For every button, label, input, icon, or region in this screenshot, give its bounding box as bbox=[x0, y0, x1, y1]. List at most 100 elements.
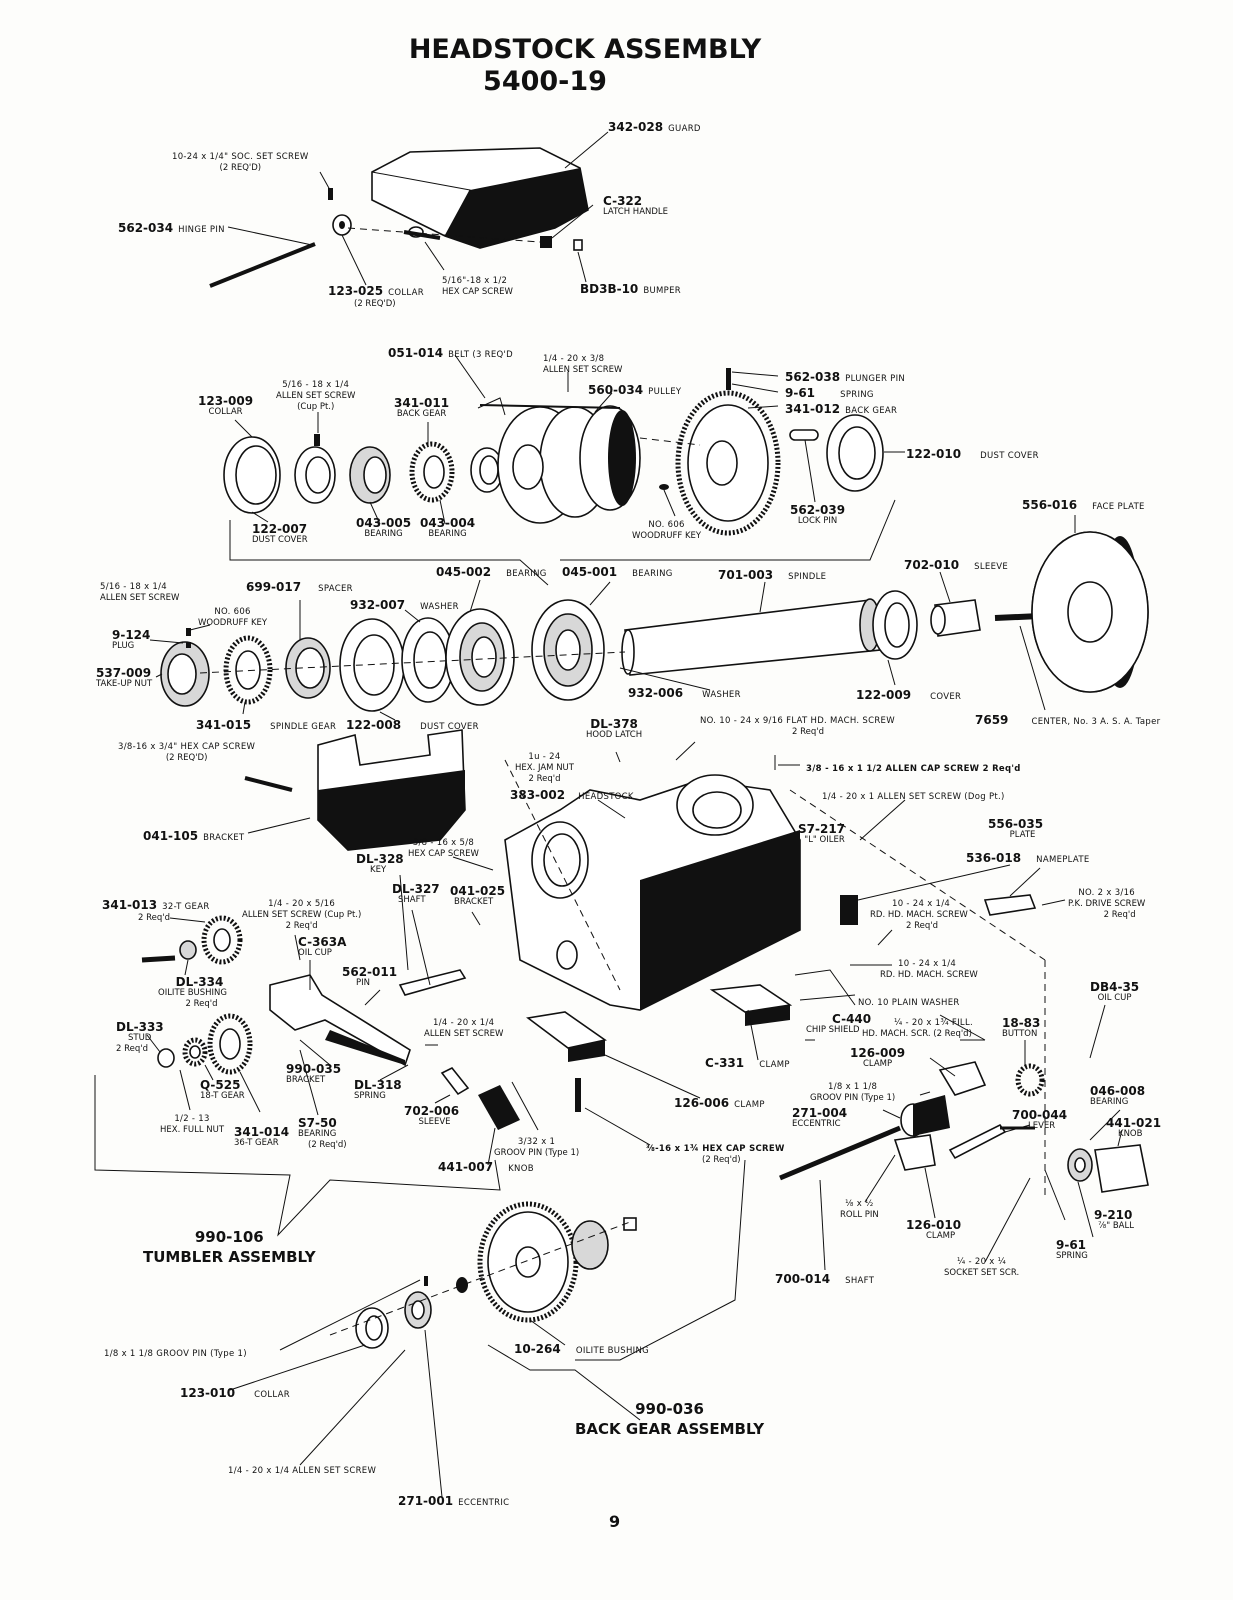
latch-handle-illustration bbox=[540, 236, 583, 251]
button-18-83-illustration bbox=[1015, 1063, 1045, 1097]
back-gear-assembly-number: 990-036 bbox=[635, 1400, 704, 1418]
label-bearing-045-002: 045-002 BEARING bbox=[436, 565, 547, 579]
take-up-nut-illustration bbox=[160, 641, 210, 707]
label-bumper: BD3B-10 BUMPER bbox=[580, 282, 681, 296]
label-allen-set-screw-bottom: 1/4 - 20 x 1/4 ALLEN SET SCREW bbox=[228, 1466, 377, 1476]
lock-pin-illustration bbox=[789, 429, 819, 441]
knob-441-007-illustration bbox=[478, 1085, 520, 1130]
headstock-illustration bbox=[504, 774, 801, 1011]
model-number: 5400-19 bbox=[483, 66, 607, 97]
label-center: 7659 CENTER, No. 3 A. S. A. Taper bbox=[975, 713, 1161, 727]
cover-122-009-illustration bbox=[872, 590, 918, 660]
page-number: 9 bbox=[609, 1512, 621, 1531]
tumbler-bracket-illustration bbox=[269, 974, 411, 1067]
label-washer-932-007: 932-007 WASHER bbox=[350, 598, 459, 612]
label-collar-123-010: 123-010 COLLAR bbox=[180, 1386, 290, 1400]
gear-36t-illustration bbox=[207, 1013, 253, 1075]
label-groov-pin-118-left: 1/8 x 1 1/8 GROOV PIN (Type 1) bbox=[104, 1349, 247, 1359]
label-nameplate: 536-018 NAMEPLATE bbox=[966, 851, 1090, 865]
shaft-700-014-illustration bbox=[779, 1125, 901, 1181]
label-sleeve-702-010: 702-010 SLEEVE bbox=[904, 558, 1009, 572]
clamp-126-009-illustration bbox=[938, 1061, 987, 1096]
face-plate-illustration bbox=[1031, 531, 1149, 693]
label-knob-441-007: 441-007 KNOB bbox=[438, 1160, 534, 1174]
dust-cover-122-010-illustration bbox=[826, 414, 884, 492]
label-l-oiler: S7-217"L" OILER bbox=[798, 822, 846, 845]
label-spindle-gear: 341-015 SPINDLE GEAR bbox=[196, 718, 337, 732]
gear-18t-illustration bbox=[182, 1037, 208, 1067]
dust-cover-122-007-illustration bbox=[223, 436, 281, 514]
label-soc-set-screw: 10-24 x 1/4" SOC. SET SCREW(2 REQ'D) bbox=[172, 152, 309, 173]
label-headstock: 383-002 HEADSTOCK bbox=[510, 788, 634, 802]
hinge-pin-illustration bbox=[209, 242, 316, 288]
collar-123-025-illustration bbox=[328, 188, 352, 236]
page-title: HEADSTOCK ASSEMBLY bbox=[408, 34, 762, 65]
label-face-plate: 556-016 FACE PLATE bbox=[1022, 498, 1145, 512]
clamp-126-010-illustration bbox=[893, 1134, 936, 1171]
label-guard: 342-028 GUARD bbox=[608, 120, 701, 134]
tumbler-assembly-number: 990-106 bbox=[194, 1228, 264, 1246]
bearing-045-001-illustration bbox=[531, 599, 605, 701]
pulley-illustration bbox=[477, 397, 641, 524]
label-bearing-045-001: 045-001 BEARING bbox=[562, 565, 673, 579]
bearing-046-008-illustration bbox=[1067, 1148, 1093, 1182]
spindle-illustration bbox=[621, 598, 881, 676]
label-pulley: 560-034 PULLEY bbox=[588, 383, 682, 397]
plate-556-035-illustration bbox=[840, 895, 858, 925]
label-plain-washer: NO. 10 PLAIN WASHER bbox=[858, 998, 960, 1008]
bearing-043-005-illustration bbox=[349, 446, 391, 504]
sleeve-702-010-illustration bbox=[930, 599, 981, 637]
label-plunger-pin: 562-038 PLUNGER PIN bbox=[785, 370, 906, 384]
label-dust-cover-122-008: 122-008 DUST COVER bbox=[346, 718, 479, 732]
label-collar-123-025: 123-025 COLLAR(2 REQ'D) bbox=[328, 284, 424, 309]
clamp-c331-illustration bbox=[709, 984, 793, 1026]
label-spindle: 701-003 SPINDLE bbox=[718, 568, 827, 582]
bearing-045-002-illustration bbox=[445, 608, 515, 706]
label-eccentric-271-001: 271-001 ECCENTRIC bbox=[398, 1494, 510, 1508]
bracket-041-105-illustration bbox=[317, 729, 466, 851]
eccentric-271-004-illustration bbox=[900, 1095, 950, 1137]
back-gear-341-012-illustration bbox=[675, 368, 781, 536]
label-clamp-c331: C-331 CLAMP bbox=[705, 1056, 790, 1070]
